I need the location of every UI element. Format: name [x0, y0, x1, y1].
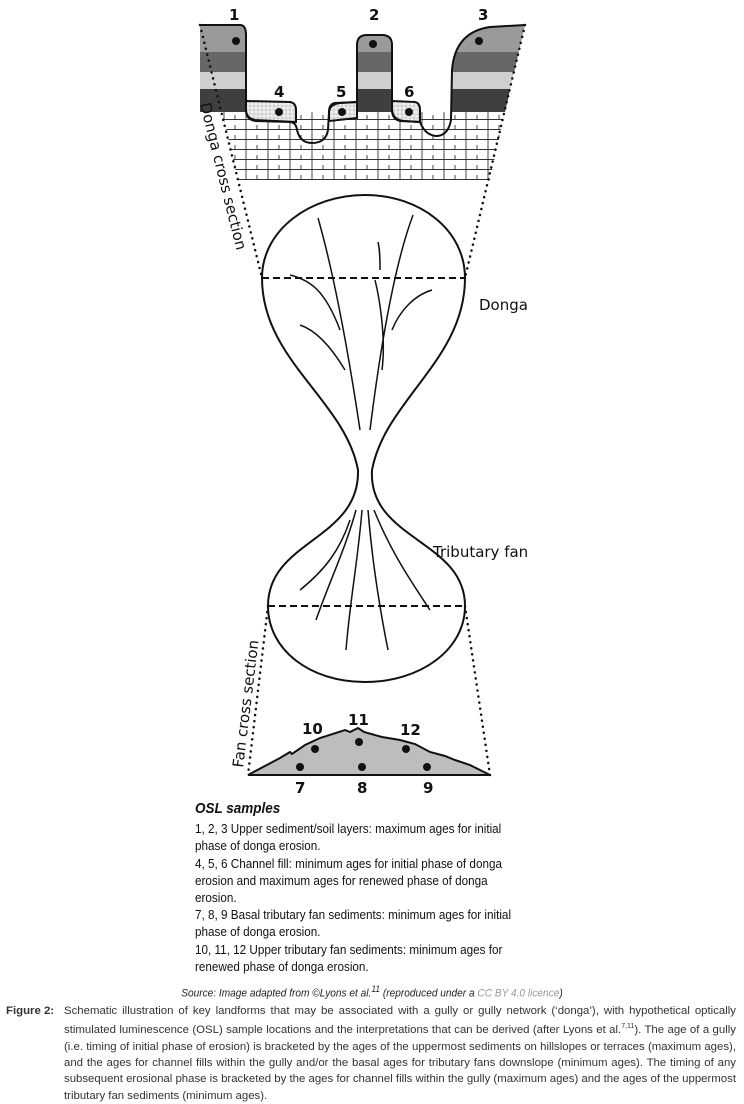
sample-label-1: 1	[229, 6, 239, 24]
sample-label-11: 11	[348, 711, 369, 729]
osl-item: 4, 5, 6 Channel fill: minimum ages for i…	[195, 855, 502, 906]
donga-dotted-left	[198, 23, 264, 280]
sediment-layers	[200, 25, 525, 112]
source-ref: 11	[371, 984, 381, 994]
donga-label: Donga	[479, 296, 528, 314]
sample-dots-top	[232, 37, 483, 116]
fan-cross-section-label: Fan cross section	[229, 639, 263, 769]
source-text-middle: (reproduced under a	[380, 987, 478, 1000]
sample-label-4: 4	[274, 83, 284, 101]
caption-text: Schematic illustration of key landforms …	[64, 1003, 736, 1104]
band-2	[200, 52, 525, 72]
sample-label-6: 6	[404, 83, 414, 101]
sample-label-3: 3	[478, 6, 488, 24]
licence-link[interactable]: CC BY 4.0 licence	[477, 987, 560, 1000]
source-text: Source: Image adapted from ©Lyons et al.	[181, 987, 372, 1000]
bedrock-limestone	[222, 112, 505, 180]
caption-text-a: Schematic illustration of key landforms …	[64, 1005, 736, 1037]
osl-item: 10, 11, 12 Upper tributary fan sediments…	[195, 941, 503, 974]
osl-item: 7, 8, 9 Basal tributary fan sediments: m…	[195, 907, 512, 940]
fan-dotted-left	[246, 604, 270, 777]
sample-label-7: 7	[295, 779, 305, 797]
sample-label-5: 5	[336, 83, 346, 101]
sample-label-12: 12	[400, 721, 421, 739]
donga-outline	[260, 193, 467, 684]
fan-dotted-right	[463, 604, 492, 777]
sample-label-10: 10	[302, 720, 323, 738]
figure-caption: Figure 2: Schematic illustration of key …	[6, 1003, 736, 1104]
osl-heading: OSL samples	[195, 800, 281, 817]
gully-channels	[289, 214, 433, 651]
caption-refs: 7,11	[621, 1023, 635, 1031]
source-text-end: )	[559, 987, 563, 1000]
band-4	[200, 89, 525, 112]
sample-label-9: 9	[423, 779, 433, 797]
donga-dotted-right	[463, 23, 527, 280]
sample-label-8: 8	[357, 779, 367, 797]
osl-item: 1, 2, 3 Upper sediment/soil layers: maxi…	[195, 821, 502, 854]
band-3	[200, 72, 525, 89]
sample-label-2: 2	[369, 6, 379, 24]
channel-fill-4	[245, 99, 297, 124]
fan-cross-section	[247, 726, 491, 776]
osl-legend: OSL samples 1, 2, 3 Upper sediment/soil …	[195, 800, 519, 975]
tributary-fan-label: Tributary fan	[432, 543, 528, 561]
figure-label: Figure 2:	[6, 1005, 55, 1017]
sample-dots-fan	[296, 738, 431, 771]
image-source: Source: Image adapted from ©Lyons et al.…	[30, 984, 714, 1000]
ground-surface	[200, 24, 526, 145]
